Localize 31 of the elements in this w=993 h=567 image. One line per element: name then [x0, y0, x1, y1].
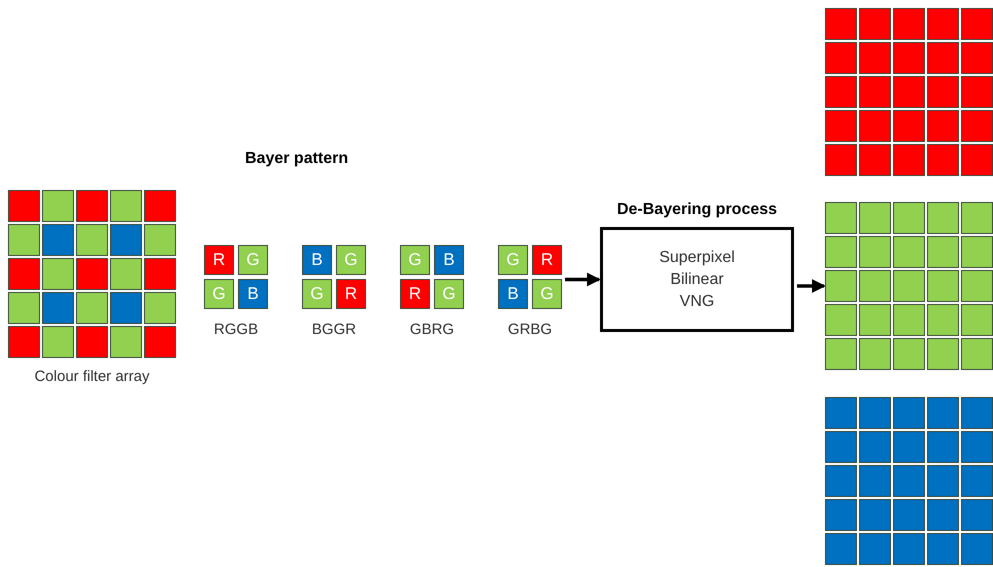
node-label: Colour filter array: [34, 367, 150, 387]
filter-cell: B: [238, 279, 268, 309]
filter-cell: G: [400, 245, 430, 275]
filter-cell: G: [302, 279, 332, 309]
colour-channel-grid: [825, 8, 993, 176]
node-label: BGGR: [312, 320, 356, 340]
filter-cell: R: [400, 279, 430, 309]
filter-cell: B: [302, 245, 332, 275]
filter-cell: R: [532, 245, 562, 275]
method-name: VNG: [680, 292, 714, 312]
colour-channel-grid: [825, 397, 993, 565]
filter-cell: R: [336, 279, 366, 309]
filter-cell: G: [238, 245, 268, 275]
filter-cell: G: [498, 245, 528, 275]
filter-cell: B: [498, 279, 528, 309]
node-label: GBRG: [410, 320, 454, 340]
node-label: GRBG: [508, 320, 552, 340]
node-label: RGGB: [214, 320, 258, 340]
arrow: [565, 272, 601, 286]
section-heading: Bayer pattern: [245, 149, 348, 169]
method-name: Bilinear: [670, 270, 724, 290]
arrow: [797, 279, 826, 293]
colour-channel-grid: [825, 202, 993, 370]
filter-cell: G: [532, 279, 562, 309]
process-heading: De-Bayering process: [616, 200, 778, 220]
method-name: Superpixel: [659, 248, 735, 268]
filter-cell: B: [434, 245, 464, 275]
filter-cell: G: [434, 279, 464, 309]
filter-cell: G: [336, 245, 366, 275]
filter-cell: G: [204, 279, 234, 309]
filter-cell: R: [204, 245, 234, 275]
